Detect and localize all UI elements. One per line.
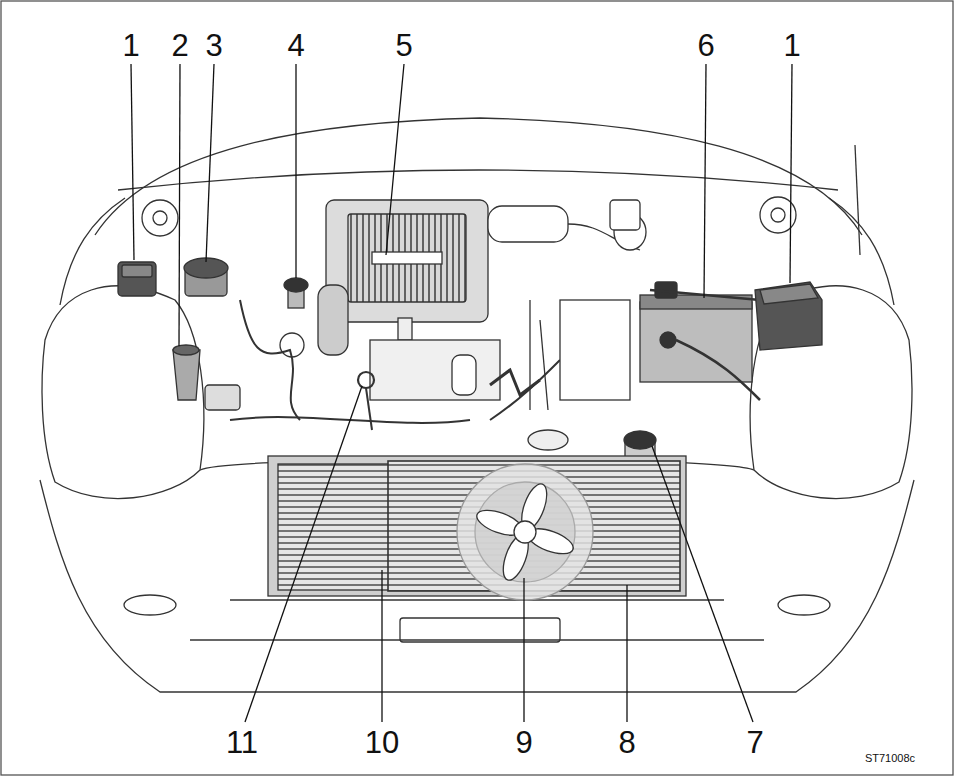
- fog-lamp: [124, 595, 176, 615]
- dipstick-ring: [358, 372, 374, 388]
- callout-number: 7: [746, 727, 763, 758]
- callout-number: 2: [171, 30, 188, 61]
- air-cleaner: [326, 200, 488, 322]
- clamp: [398, 318, 412, 340]
- callout-number: 3: [205, 30, 222, 61]
- bumper-line: [230, 599, 724, 600]
- leader-line: [381, 570, 382, 722]
- leader-line: [652, 446, 753, 722]
- bracket: [610, 200, 640, 230]
- fuse-box-lid: [760, 284, 818, 304]
- washer-cap: [173, 345, 199, 355]
- intake-duct: [318, 285, 348, 355]
- leader-line: [626, 585, 627, 722]
- strut-tower: [771, 208, 785, 222]
- fan-hub: [514, 521, 536, 543]
- callout-number: 1: [783, 30, 800, 61]
- bracket: [205, 385, 240, 410]
- oil-filler-cap: [284, 278, 308, 292]
- canister: [488, 206, 568, 242]
- strut-tower: [153, 211, 167, 225]
- filter: [452, 355, 476, 395]
- leader-line: [131, 64, 134, 260]
- plate-slot: [400, 618, 560, 642]
- callout-number: 1: [122, 30, 139, 61]
- air-cleaner-grille: [348, 214, 466, 302]
- callout-number: 8: [618, 727, 635, 758]
- fuse-box: [755, 282, 822, 350]
- callout-number: 10: [365, 727, 399, 758]
- bellows: [490, 370, 540, 395]
- dipstick: [366, 388, 372, 430]
- callout-number: 6: [697, 30, 714, 61]
- leader-line: [295, 64, 296, 278]
- hood-stay: [855, 145, 860, 255]
- callout-number: 5: [395, 30, 412, 61]
- cowl-line: [118, 170, 838, 190]
- leader-line: [245, 386, 362, 722]
- battery-terminal: [660, 332, 676, 348]
- leader-line: [179, 64, 180, 346]
- relay-box: [122, 265, 152, 277]
- battery: [640, 302, 752, 382]
- leader-line: [386, 64, 404, 255]
- hose: [240, 300, 300, 420]
- callout-number: 4: [287, 30, 304, 61]
- coolant-cap: [624, 431, 656, 449]
- washer-tank: [173, 350, 200, 400]
- fuse-box: [560, 300, 630, 400]
- engine-block: [370, 340, 500, 400]
- pulley: [280, 333, 304, 357]
- strut-tower: [142, 200, 178, 236]
- leader-line: [206, 64, 214, 262]
- air-cleaner-bar: [372, 252, 442, 264]
- leader-line: [704, 64, 706, 298]
- wire: [529, 300, 530, 410]
- leader-line: [523, 578, 524, 722]
- relay-box: [118, 262, 156, 296]
- leader-line: [790, 64, 792, 283]
- bumper-line: [190, 639, 764, 640]
- cable: [676, 340, 760, 400]
- radiator-cap: [528, 430, 568, 450]
- fog-lamp: [778, 595, 830, 615]
- cable: [650, 290, 760, 300]
- fan-shroud: [457, 464, 593, 600]
- callout-number: 11: [226, 727, 258, 758]
- condenser: [278, 464, 390, 590]
- wire: [540, 320, 548, 410]
- figure-code: ST71008c: [865, 753, 915, 764]
- fan-sweep: [475, 482, 575, 582]
- callout-number: 9: [515, 727, 532, 758]
